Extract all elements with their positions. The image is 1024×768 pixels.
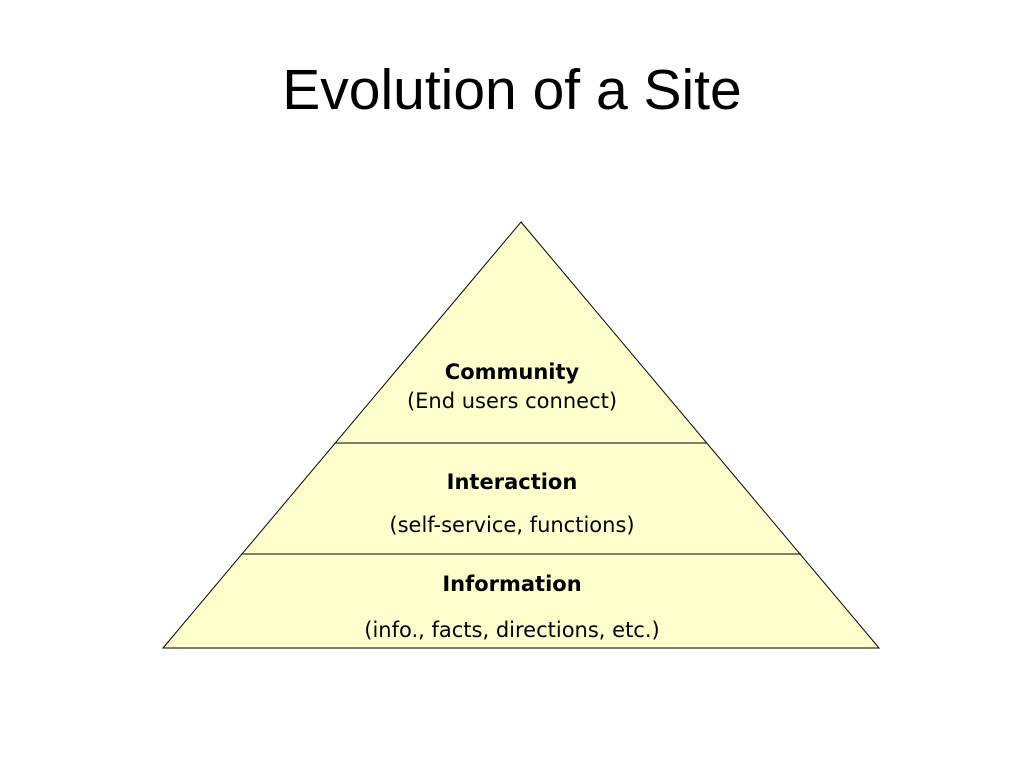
slide-title: Evolution of a Site [282,58,742,122]
tier-interaction-subtitle: (self-service, functions) [389,513,635,537]
tier-community-heading: Community [444,360,580,384]
tier-community: Community (End users connect) [0,362,1024,412]
tier-interaction-heading: Interaction [446,470,578,494]
tier-interaction: Interaction (self-service, functions) [0,472,1024,536]
tier-information-subtitle: (info., facts, directions, etc.) [364,618,660,642]
tier-community-subtitle: (End users connect) [406,389,618,413]
pyramid-shape [161,221,881,649]
tier-information: Information (info., facts, directions, e… [0,574,1024,641]
tier-information-heading: Information [442,572,582,596]
